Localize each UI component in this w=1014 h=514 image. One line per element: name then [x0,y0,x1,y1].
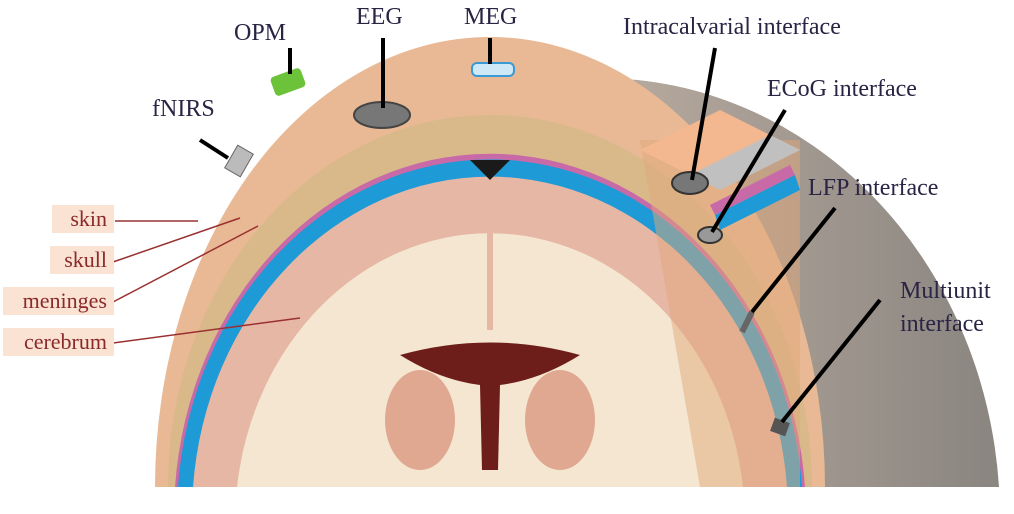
ventricles [400,342,580,470]
fnirs-optode-icon [224,144,254,178]
ecog-label: ECoG interface [767,76,917,102]
multiunit-label-line2: interface [900,311,984,337]
opm-label: OPM [234,20,287,46]
skin-label: skin [52,205,114,234]
fissure-top [470,160,510,180]
meg-label: MEG [464,4,518,30]
eeg-label: EEG [356,4,403,30]
intracalvarial-electrode-icon [671,171,709,195]
multiunit-array-icon [770,417,790,437]
skull-label: skull [50,246,114,275]
cerebrum-label: cerebrum [3,328,114,357]
multiunit-label-line1: Multiunit [900,278,991,304]
fnirs-label: fNIRS [152,96,215,122]
meninges-label: meninges [3,287,114,316]
ecog-leader [710,108,787,234]
multiunit-leader [780,298,882,424]
intracalvarial-leader [690,47,717,181]
ecog-electrode-icon [697,226,723,244]
lfp-electrode-icon [739,310,755,334]
lfp-leader [750,206,837,314]
right-basal-ganglia [525,370,595,470]
meg-sensor-icon [471,62,515,77]
intracalvarial-label: Intracalvarial interface [623,14,841,40]
fnirs-leader [198,138,230,160]
opm-sensor-icon [270,68,306,96]
layer-leader-lines [112,217,301,344]
left-basal-ganglia [385,370,455,470]
cut-wedge [640,140,800,487]
cut-skull-block [690,135,800,190]
cut-meninges-block [715,175,800,230]
midline-fissure [487,180,493,330]
lfp-label: LFP interface [808,175,939,201]
